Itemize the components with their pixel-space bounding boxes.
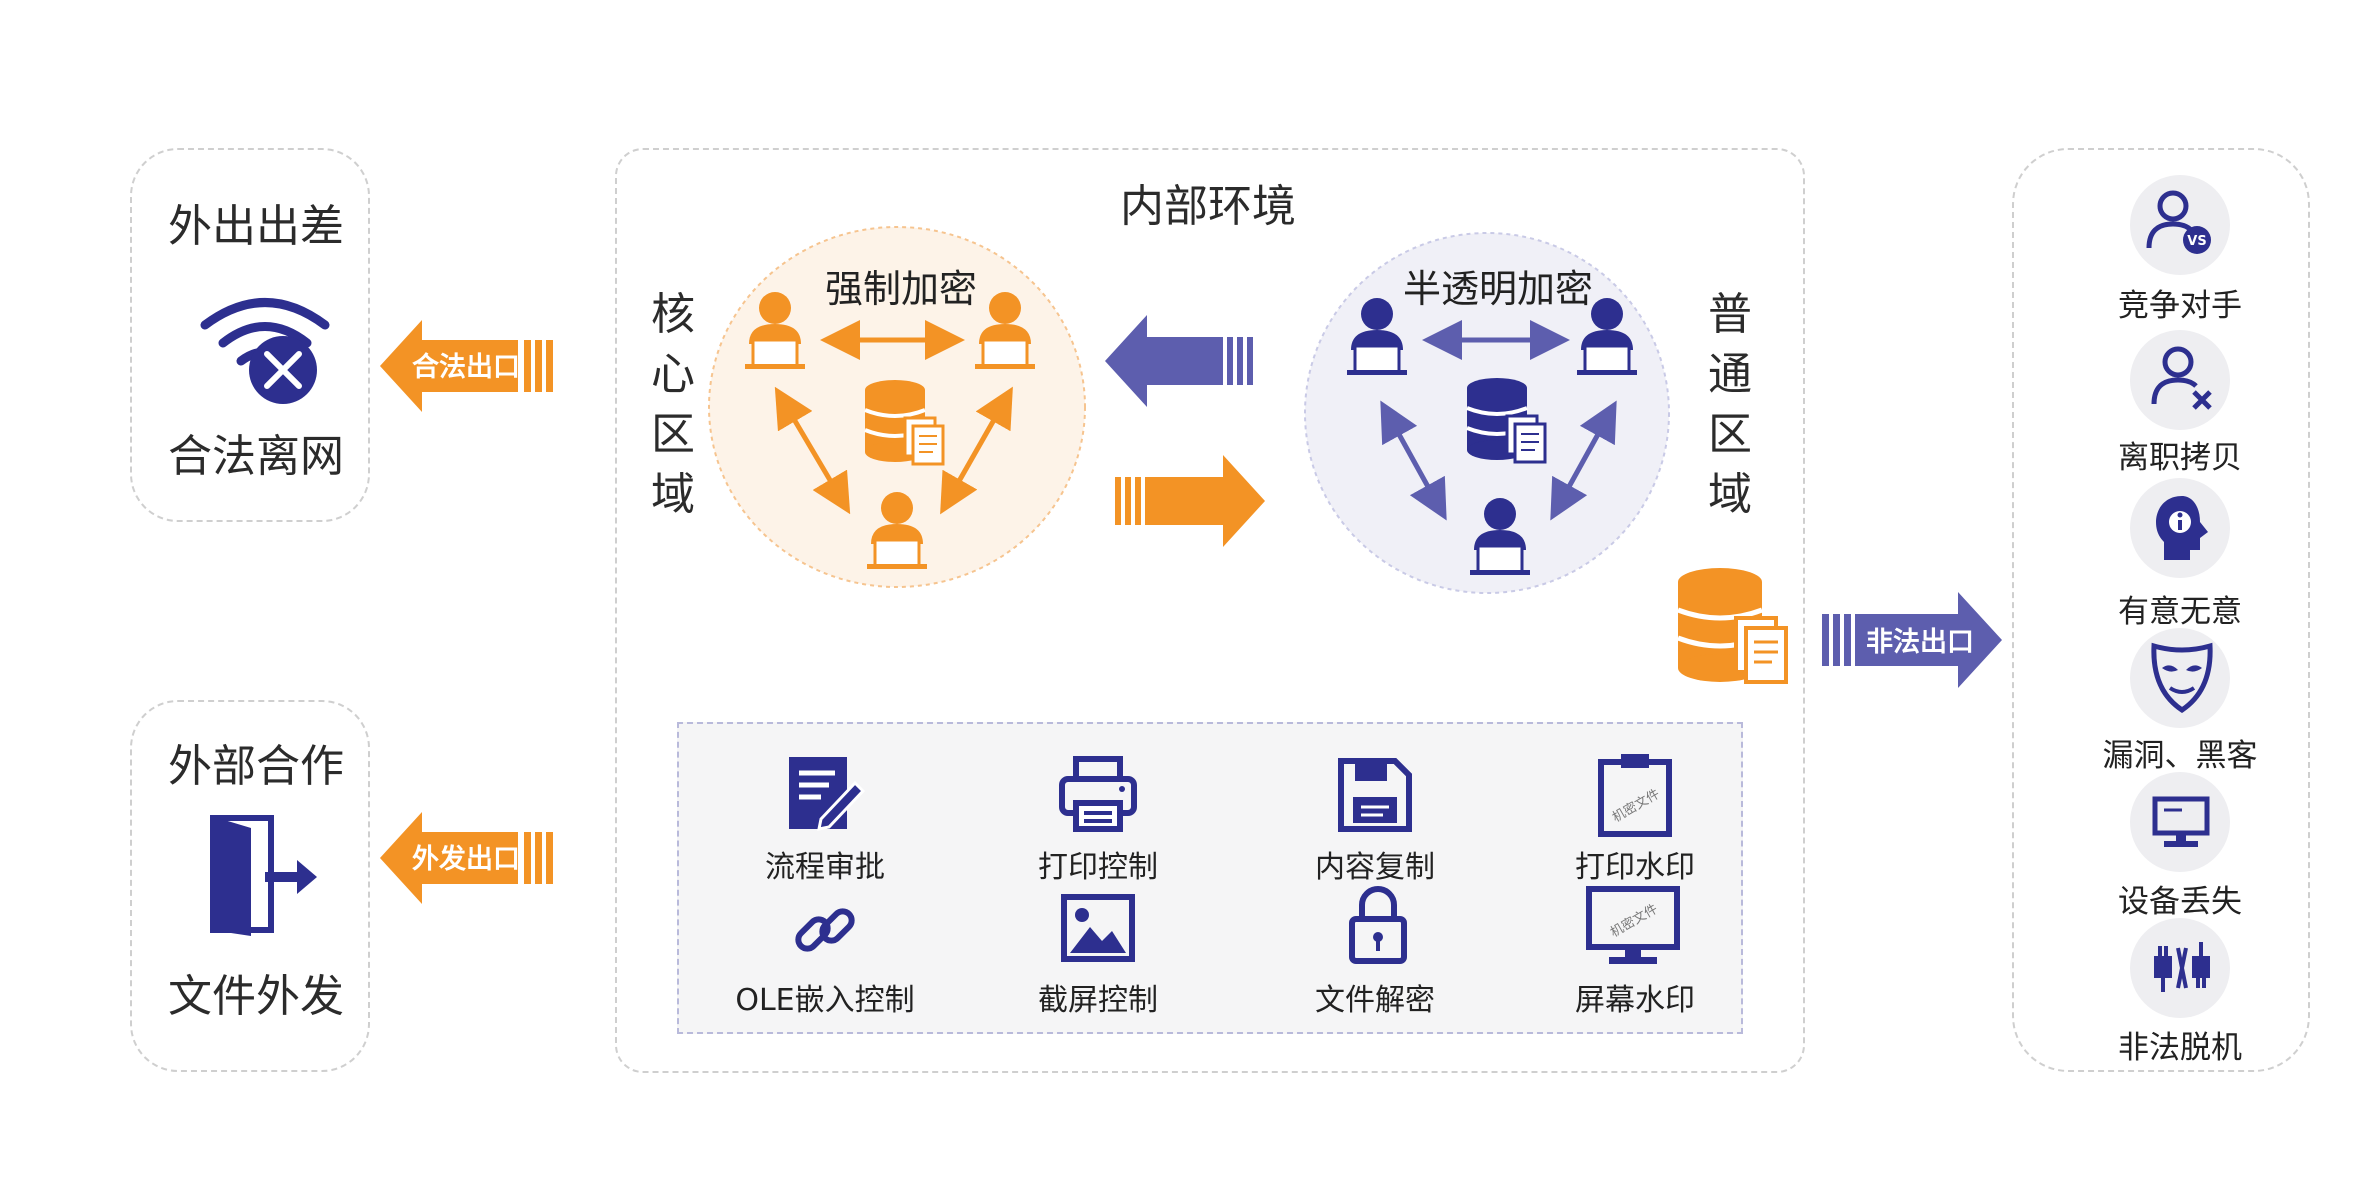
- left-bottom-title: 外部合作: [168, 741, 344, 792]
- tool-label-1: 流程审批: [765, 850, 885, 885]
- normal-zone-circle: [1304, 232, 1670, 594]
- threat-label-2: 离职拷贝: [2118, 440, 2242, 476]
- database-icon: [1677, 568, 1788, 684]
- left-top-subtitle: 合法离网: [168, 431, 344, 482]
- tool-label-3: 内容复制: [1315, 850, 1435, 885]
- core-circle-title: 强制加密: [825, 267, 978, 311]
- threat-icon-bg-5: [2130, 772, 2230, 872]
- tool-label-8: 屏幕水印: [1575, 983, 1695, 1018]
- normal-circle-title: 半透明加密: [1403, 267, 1594, 311]
- tool-label-2: 打印控制: [1038, 850, 1158, 885]
- threat-label-1: 竞争对手: [2118, 288, 2242, 324]
- tool-label-7: 文件解密: [1315, 983, 1435, 1018]
- threat-label-4: 漏洞、黑客: [2102, 738, 2258, 774]
- print-watermark-text: 机密文件: [1609, 786, 1662, 826]
- left-bottom-subtitle: 文件外发: [168, 971, 344, 1022]
- hacker-mask-icon: [2151, 642, 2213, 714]
- screen-watermark-text: 机密文件: [1607, 901, 1660, 941]
- image-icon: [1061, 894, 1135, 962]
- tool-label-4: 打印水印: [1575, 850, 1695, 885]
- plug-disconnect-icon: [2154, 942, 2210, 992]
- control-tools-box: [677, 722, 1743, 1034]
- document-edit-icon: [789, 757, 866, 831]
- svg-text:VS: VS: [2187, 234, 2206, 249]
- flow-arrow-left: [1105, 315, 1253, 407]
- outbound-exit-arrow: 外发出口: [380, 812, 553, 904]
- core-zone-label: 核 心 区 域: [651, 289, 695, 520]
- left-top-title: 外出出差: [168, 201, 344, 252]
- padlock-icon: [1349, 886, 1407, 964]
- legal-exit-label: 合法出口: [412, 351, 520, 383]
- link-icon: [795, 908, 855, 952]
- normal-zone-label: 普 通 区 域: [1708, 289, 1752, 520]
- illegal-exit-label: 非法出口: [1866, 627, 1974, 658]
- door-exit-icon: [210, 815, 317, 936]
- tool-label-5: OLE嵌入控制: [735, 983, 915, 1018]
- legal-exit-arrow: 合法出口: [380, 320, 553, 412]
- outbound-exit-label: 外发出口: [412, 843, 520, 875]
- computer-icon: [2152, 796, 2210, 847]
- user-x-icon: [2151, 346, 2212, 410]
- flow-arrow-right: [1115, 455, 1265, 547]
- clipboard-watermark-icon: 机密文件: [1598, 754, 1672, 837]
- core-zone-circle: [708, 226, 1086, 588]
- user-vs-icon: VS: [2146, 190, 2211, 254]
- floppy-disk-icon: [1338, 758, 1412, 832]
- head-info-icon: [2156, 496, 2208, 560]
- monitor-watermark-icon: 机密文件: [1586, 886, 1680, 964]
- threat-label-3: 有意无意: [2118, 594, 2242, 630]
- left-top-panel: [130, 148, 370, 522]
- threats-panel: [2012, 148, 2310, 1072]
- printer-icon: [1059, 756, 1137, 832]
- threat-label-6: 非法脱机: [2118, 1030, 2242, 1066]
- wifi-off-icon: [200, 298, 330, 404]
- tool-label-6: 截屏控制: [1038, 983, 1158, 1018]
- illegal-exit-arrow: 非法出口: [1822, 592, 2002, 688]
- threat-label-5: 设备丢失: [2118, 884, 2242, 920]
- internal-environment-title: 内部环境: [1120, 181, 1296, 232]
